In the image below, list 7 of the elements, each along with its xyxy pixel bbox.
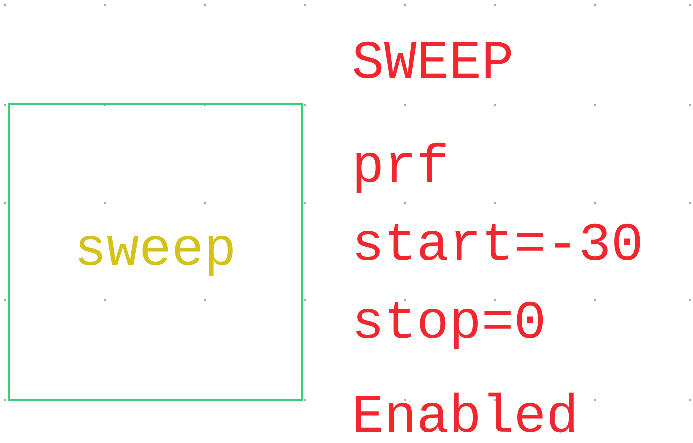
component-property: SWEEP [352,38,514,92]
component-symbol-box [8,103,303,401]
component-property: start=-30 [352,220,644,274]
component-property: prf [352,142,450,196]
component-name: sweep [74,225,237,279]
component-property: stop=0 [352,298,546,352]
component-property: Enabled [352,392,579,443]
